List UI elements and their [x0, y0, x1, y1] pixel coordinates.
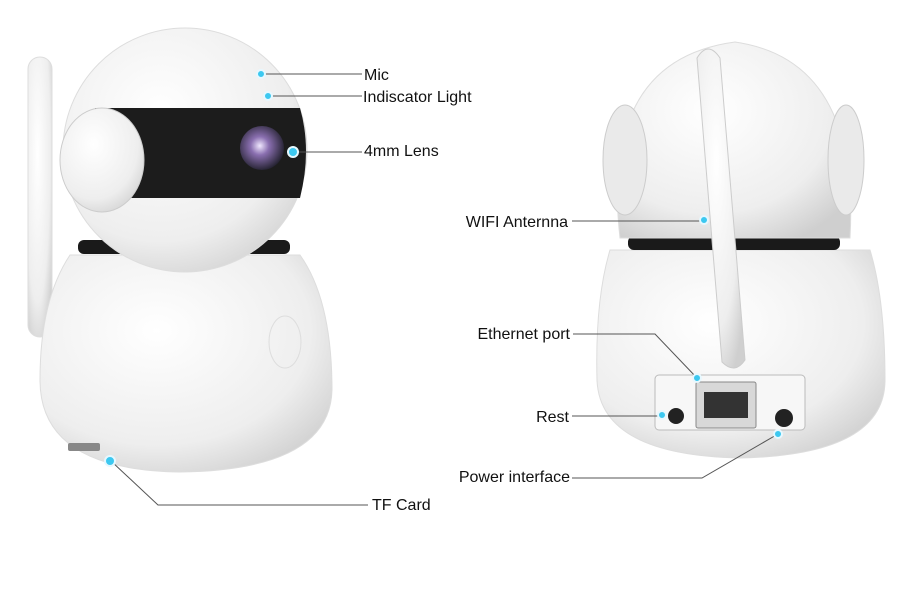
- reset-hole: [668, 408, 684, 424]
- front-camera: [27, 27, 333, 473]
- tf-card-callout-dot: [104, 455, 116, 467]
- label-power-interface: Power interface: [459, 469, 570, 486]
- power-callout-dot: [773, 429, 783, 439]
- reset-callout-dot: [657, 410, 667, 420]
- mic-callout-dot: [256, 69, 266, 79]
- indicator-callout-dot: [263, 91, 273, 101]
- base-body: [39, 254, 333, 473]
- label-mic: Mic: [364, 67, 389, 84]
- wifi-callout-dot: [699, 215, 709, 225]
- label-ethernet-port: Ethernet port: [478, 326, 571, 343]
- label-indicator-light: Indiscator Light: [363, 89, 472, 106]
- lens: [240, 126, 284, 170]
- head-back: [616, 41, 852, 239]
- antenna-right: [696, 48, 746, 369]
- lens-callout-dot: [287, 146, 299, 158]
- label-wifi-antenna: WIFI Anternna: [466, 214, 568, 231]
- label-lens: 4mm Lens: [364, 143, 439, 160]
- ethernet-callout-dot: [692, 373, 702, 383]
- back-camera: [596, 41, 886, 459]
- label-reset: Rest: [536, 409, 569, 426]
- side-ear: [59, 107, 145, 213]
- label-tf-card: TF Card: [372, 497, 431, 514]
- antenna-left: [27, 56, 53, 338]
- power-jack: [775, 409, 793, 427]
